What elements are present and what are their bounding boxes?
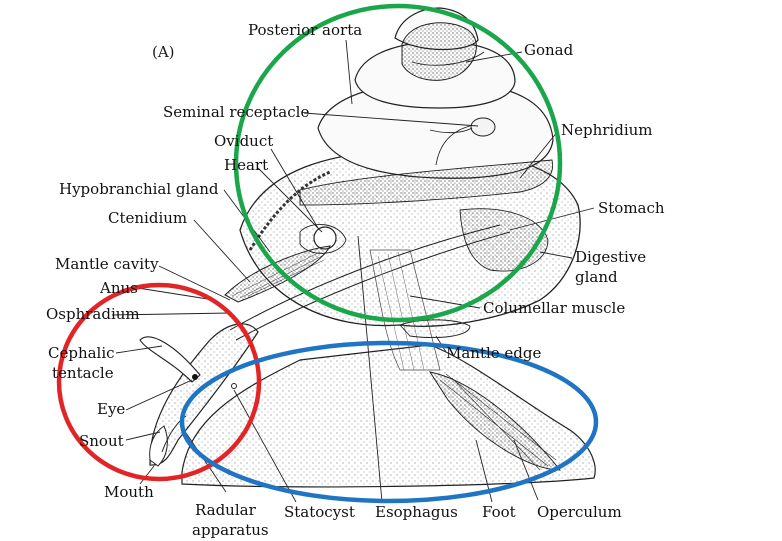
label-esophagus: Esophagus [375,503,458,521]
heart-shape [313,226,337,250]
label-mantle-edge: Mantle edge [446,344,542,362]
label-gonad: Gonad [524,41,574,59]
seminal-receptacle-shape [470,117,496,137]
label-mantle-cavity: Mantle cavity [55,255,159,273]
foot-shape [181,344,596,488]
label-statocyst: Statocyst [284,503,355,521]
label-posterior-aorta: Posterior aorta [248,21,363,39]
label-radular-apparatus-line1: Radular [195,501,256,519]
gonad-shape [401,22,477,81]
leader-lines [111,39,595,503]
label-osphradium: Osphradium [46,305,140,323]
label-cephalic-tentacle-line2: tentacle [52,364,114,382]
label-radular-apparatus-line2: apparatus [192,521,269,539]
blue-highlight-ellipse [179,340,599,504]
green-highlight-circle [233,3,563,323]
label-cephalic-tentacle-line1: Cephalic [48,344,115,362]
label-eye: Eye [97,400,126,418]
label-foot: Foot [482,503,516,521]
eye-shape [192,374,198,380]
label-nephridium: Nephridium [561,121,653,139]
label-hypobranchial-gland: Hypobranchial gland [59,180,219,198]
label-digestive-gland-line1: Digestive [575,248,647,266]
mantle-edge-shape [399,319,471,338]
red-highlight-circle [56,282,262,482]
label-anus: Anus [100,279,138,297]
label-columellar-muscle: Columellar muscle [483,299,626,317]
operculum-shape [428,371,562,471]
label-mouth: Mouth [104,483,154,501]
cephalic-tentacle-shape [139,336,201,383]
label-oviduct: Oviduct [214,132,274,150]
label-heart: Heart [224,156,269,174]
digestive-gland-shape [459,208,549,272]
label-ctenidium: Ctenidium [108,209,188,227]
label-operculum: Operculum [537,503,622,521]
panel-label: (A) [152,43,175,61]
statocyst-shape [231,383,237,389]
columellar-muscle-shape [369,249,441,371]
nephridium-shape [299,159,554,206]
label-digestive-gland-line2: gland [575,268,618,286]
label-seminal-receptacle: Seminal receptacle [163,103,310,121]
label-snout: Snout [79,432,124,450]
label-stomach: Stomach [598,199,665,217]
